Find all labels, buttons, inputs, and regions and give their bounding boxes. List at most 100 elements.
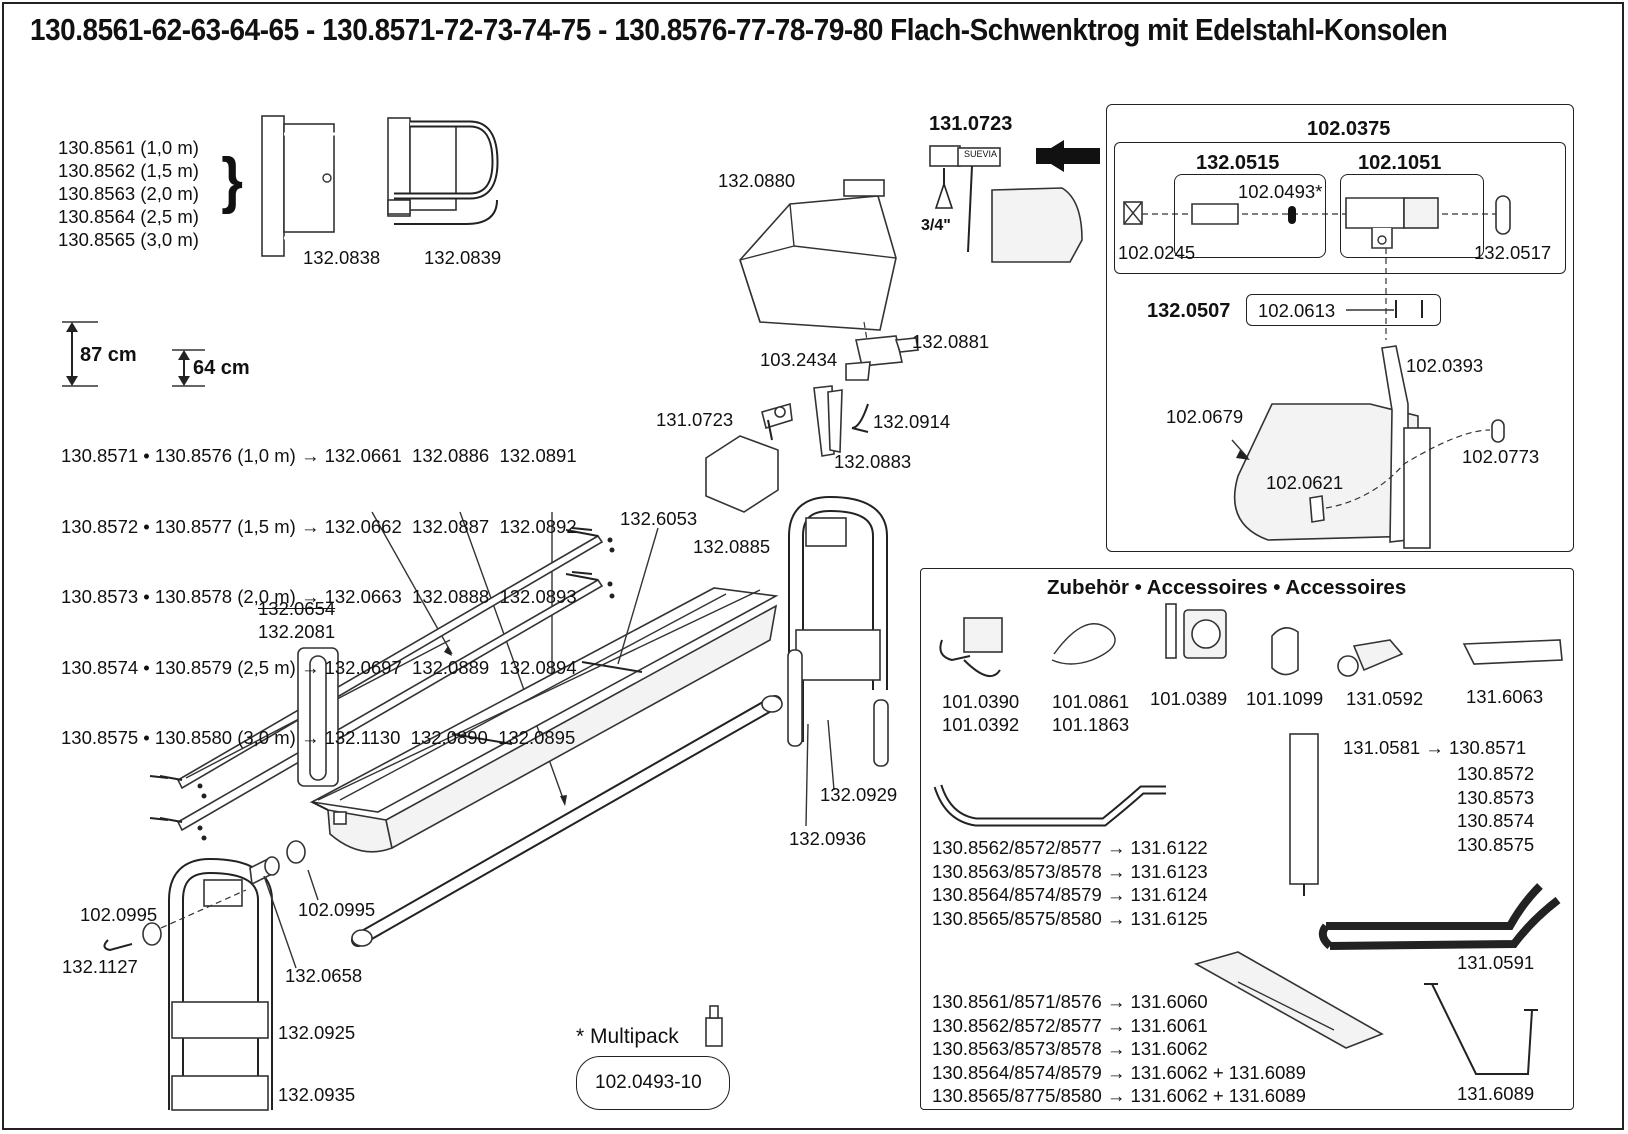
valve-box-drawing xyxy=(1123,195,1511,549)
valve-detail-box xyxy=(1106,104,1574,552)
plate-map-item: 130.8564/8574/8579 → 131.6062 + 131.6089 xyxy=(932,1061,1306,1083)
label-132-0880: 132.0880 xyxy=(718,170,796,191)
pipe-map-item: 130.8563/8573/8578 → 131.6123 xyxy=(932,860,1208,882)
series-item: 130.8563 (2,0 m) xyxy=(58,183,199,204)
label-131-6089: 131.6089 xyxy=(1457,1083,1535,1104)
pipe-map-item: 130.8562/8572/8577 → 131.6122 xyxy=(932,837,1208,858)
label-102-0679: 102.0679 xyxy=(1166,406,1244,427)
series-item: 130.8565 (3,0 m) xyxy=(58,229,199,250)
heater-map-item: 130.8573 xyxy=(1457,786,1535,808)
height-arrow-64 xyxy=(172,349,205,387)
label-132-0515: 132.0515 xyxy=(1196,152,1280,174)
plate-map-item: 130.8565/8775/8580 → 131.6062 + 131.6089 xyxy=(932,1085,1306,1106)
multipack-code-box: 102.0493-10 xyxy=(576,1056,730,1110)
label-132-0517: 132.0517 xyxy=(1474,242,1552,263)
accessory-item: 101.1099 xyxy=(1246,688,1324,709)
label-suevia: SUEVIA xyxy=(964,149,998,159)
label-102-0773: 102.0773 xyxy=(1462,446,1540,467)
label-102-1051: 102.1051 xyxy=(1358,152,1442,174)
label-131-0723: 131.0723 xyxy=(656,409,734,430)
heater-map-item: 130.8574 xyxy=(1457,810,1535,831)
label-132-0935: 132.0935 xyxy=(278,1084,356,1105)
label-132-1127: 132.1127 xyxy=(62,956,138,977)
label-132-0914: 132.0914 xyxy=(873,411,951,432)
size-table-row: 130.8575 • 130.8580 (3,0 m) → 132.1130 1… xyxy=(61,727,576,748)
accessory-code: 101.0861 xyxy=(1052,691,1130,712)
struts-drawing xyxy=(159,529,604,832)
label-102-0621: 102.0621 xyxy=(1266,472,1344,493)
label-132-0929: 132.0929 xyxy=(820,784,898,805)
label-102-0375: 102.0375 xyxy=(1307,118,1391,140)
accessory-item: 131.0592 xyxy=(1346,688,1424,709)
bracket-132-0839-drawing xyxy=(387,117,499,225)
pipe-map-item: 130.8565/8575/8580 → 131.6125 xyxy=(932,907,1208,929)
pipe-map-item: 130.8564/8574/8579 → 131.6124 xyxy=(932,884,1208,905)
page-title: 130.8561-62-63-64-65 - 130.8571-72-73-74… xyxy=(30,12,1448,47)
label-102-0493: 102.0493* xyxy=(1238,181,1323,202)
multipack-code: 102.0493-10 xyxy=(595,1072,702,1093)
valve-subassembly-box xyxy=(1114,142,1566,274)
series-list-top: 130.8561 (1,0 m) 130.8562 (1,5 m) 130.85… xyxy=(58,136,199,251)
group-132-0507-box xyxy=(1246,294,1441,326)
label-bracket-right: 132.0839 xyxy=(424,247,502,268)
label-132-0883: 132.0883 xyxy=(834,451,912,472)
label-102-0995-right: 102.0995 xyxy=(298,899,376,920)
label-132-0925: 132.0925 xyxy=(278,1022,356,1043)
label-103-2434: 103.2434 xyxy=(760,349,838,370)
plate-map-list: 130.8561/8571/8576 → 131.6060 130.8562/8… xyxy=(932,990,1306,1108)
accessory-item: 101.0390 101.0392 xyxy=(942,690,1019,736)
series-item: 130.8562 (1,5 m) xyxy=(58,160,199,181)
heater-map-item: 130.8572 xyxy=(1457,763,1535,784)
size-table-row: 130.8574 • 130.8579 (2,5 m) → 132.0697 1… xyxy=(61,656,577,678)
group-102-1051-box xyxy=(1340,174,1484,258)
label-132-0658: 132.0658 xyxy=(285,965,363,986)
height-arrow-87 xyxy=(62,321,98,387)
label-102-0613: 102.0613 xyxy=(1258,300,1336,321)
accessory-code: 101.0390 xyxy=(942,691,1020,712)
size-table-row: 130.8571 • 130.8576 (1,0 m) → 132.0661 1… xyxy=(61,445,577,466)
label-132-0881: 132.0881 xyxy=(912,331,990,352)
trough-drawing xyxy=(309,587,779,853)
leg-frame-right-drawing xyxy=(787,495,889,767)
accessory-item: 101.0861 101.1863 xyxy=(1052,690,1129,736)
accessory-item: 101.0389 xyxy=(1150,688,1228,709)
accessory-code: 101.0392 xyxy=(942,714,1020,735)
label-102-0393: 102.0393 xyxy=(1406,355,1484,376)
float-chamber-132-0880-drawing xyxy=(705,179,919,513)
heater-map-first: 131.0581 → 130.8571 xyxy=(1343,737,1527,758)
post-drawing xyxy=(297,647,339,787)
multipack-label: * Multipack xyxy=(576,1025,679,1048)
label-132-0936: 132.0936 xyxy=(789,828,867,849)
label-102-0245: 102.0245 xyxy=(1118,242,1196,263)
accessories-box xyxy=(920,568,1574,1110)
label-132-6053: 132.6053 xyxy=(620,508,698,529)
pipe-132-0936-drawing xyxy=(351,695,783,947)
brace-symbol: } xyxy=(221,146,243,215)
valve-131-0723-drawing xyxy=(929,140,1100,263)
label-bracket-left: 132.0838 xyxy=(303,247,381,268)
label-132-0654: 132.0654 xyxy=(258,598,336,619)
label-132-0885: 132.0885 xyxy=(693,536,771,557)
size-table: 130.8571 • 130.8576 (1,0 m) → 132.0661 1… xyxy=(61,397,577,773)
size-table-row: 130.8573 • 130.8578 (2,0 m) → 132.0663 1… xyxy=(61,586,577,607)
pipe-map-list: 130.8562/8572/8577 → 131.6122 130.8563/8… xyxy=(932,836,1208,930)
group-132-0515-box xyxy=(1174,174,1326,258)
label-131-0591: 131.0591 xyxy=(1457,952,1535,973)
label-132-2081: 132.2081 xyxy=(258,621,336,642)
size-table-row: 130.8572 • 130.8577 (1,5 m) → 132.0662 1… xyxy=(61,515,577,537)
plate-map-item: 130.8562/8572/8577 → 131.6061 xyxy=(932,1014,1208,1036)
accessory-code: 101.1863 xyxy=(1052,714,1130,735)
label-131-0723-top: 131.0723 xyxy=(929,113,1013,135)
accessory-drawings xyxy=(933,603,1563,1075)
accessories-heading: Zubehör • Accessoires • Accessoires xyxy=(1047,576,1407,599)
washer-102-0995 xyxy=(142,922,162,946)
series-item: 130.8564 (2,5 m) xyxy=(58,206,199,227)
height-87-label: 87 cm xyxy=(80,344,137,366)
label-102-0995-left: 102.0995 xyxy=(80,904,158,925)
plate-map-item: 130.8563/8573/8578 → 131.6062 xyxy=(932,1038,1208,1059)
height-64-label: 64 cm xyxy=(193,357,250,379)
plate-map-item: 130.8561/8571/8576 → 131.6060 xyxy=(932,991,1208,1012)
series-item: 130.8561 (1,0 m) xyxy=(58,137,199,158)
